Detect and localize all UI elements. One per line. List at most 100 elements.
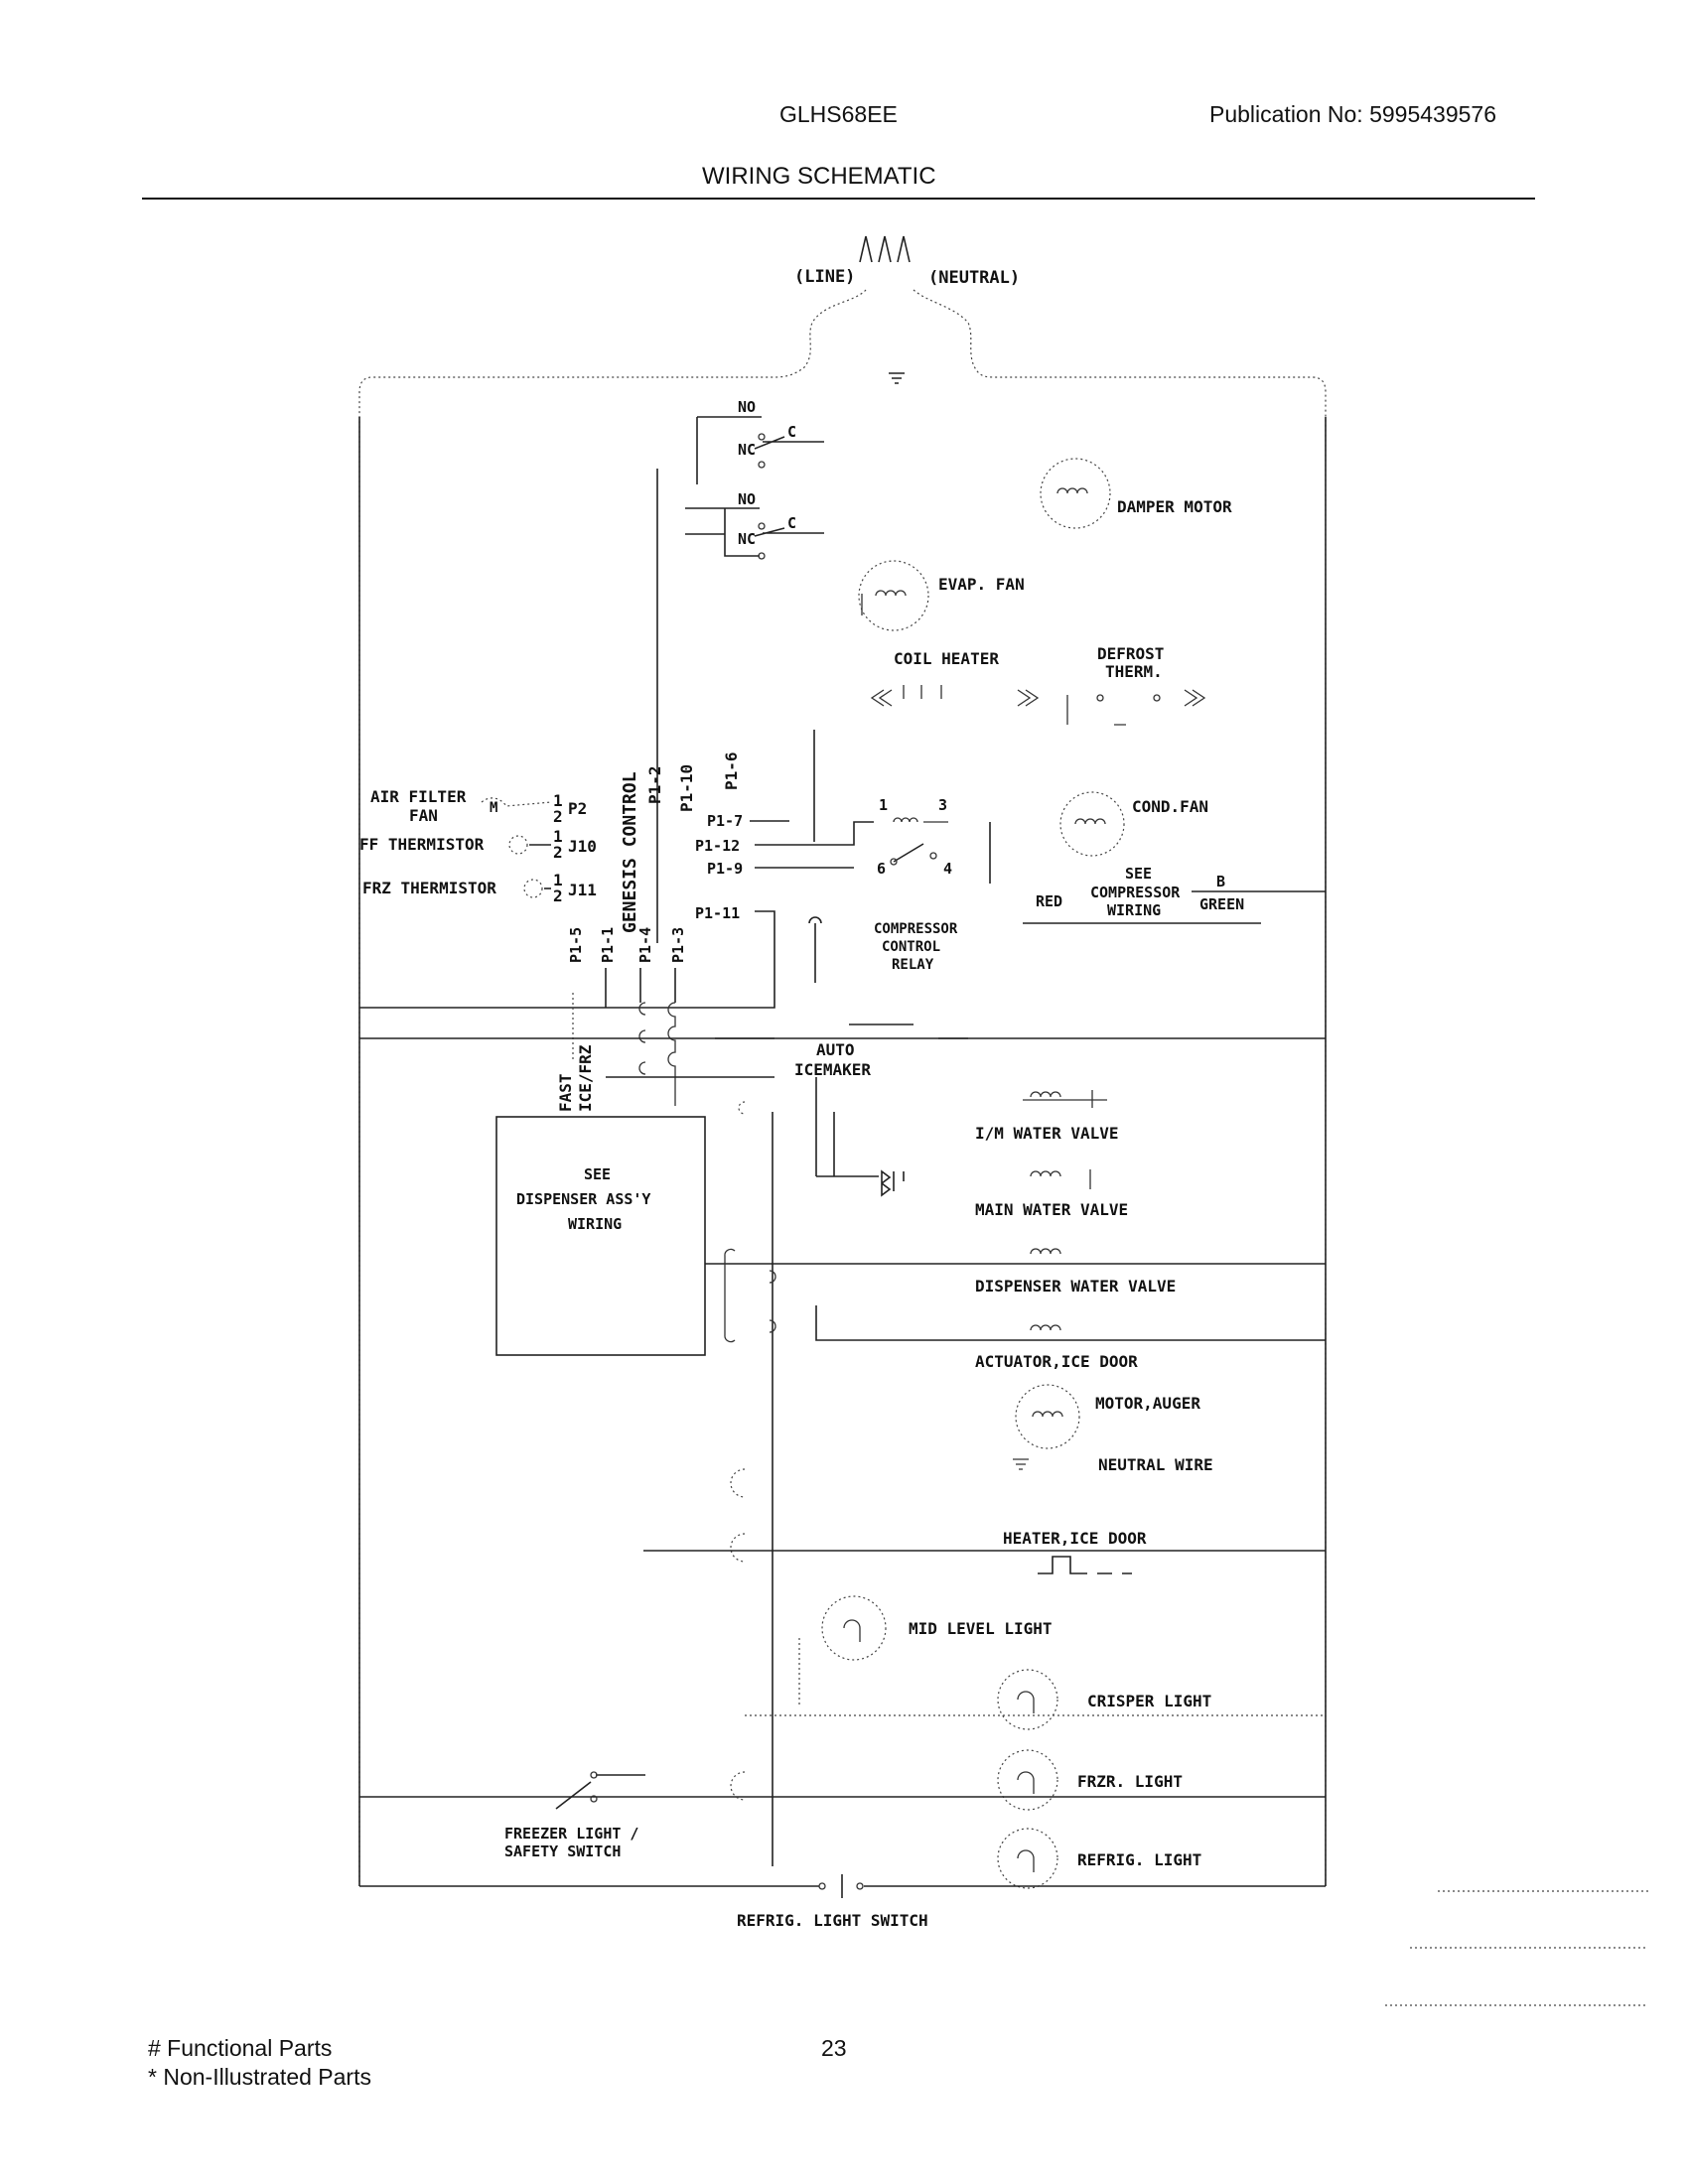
disp-valve-label: DISPENSER WATER VALVE <box>975 1277 1176 1296</box>
functional-parts-note: # Functional Parts <box>148 2035 333 2061</box>
p1-5-label: P1-5 <box>567 927 585 963</box>
control-bottom-wires <box>572 968 676 1106</box>
relay-label-3: RELAY <box>892 957 934 973</box>
ff-thermistor-label: FF THERMISTOR <box>359 835 485 854</box>
cond-fan-symbol <box>1059 791 1125 857</box>
ff-thermistor-symbol <box>508 835 528 855</box>
defrost-therm-symbol <box>1066 689 1206 726</box>
relay-label-2: CONTROL <box>882 939 940 955</box>
fast-ice-label-2: ICE/FRZ <box>576 1044 595 1112</box>
coil-heater-label: COIL HEATER <box>894 649 999 668</box>
see-disp-1: SEE <box>584 1165 611 1183</box>
im-valve-label: I/M WATER VALVE <box>975 1124 1119 1143</box>
publication-number: Publication No: 5995439576 <box>1209 101 1497 127</box>
air-filter-label: AIR FILTER <box>370 787 467 806</box>
p1-10-label: P1-10 <box>677 764 696 812</box>
main-valve-label: MAIN WATER VALVE <box>975 1200 1128 1219</box>
im-valve-symbol <box>1023 1090 1107 1108</box>
p1-1-label: P1-1 <box>599 927 617 963</box>
see-disp-2: DISPENSER ASS'Y <box>516 1190 650 1208</box>
p2-pin2: 2 <box>553 807 563 826</box>
freezer-switch-symbol <box>555 1774 645 1810</box>
genesis-output-wires <box>359 730 874 1009</box>
c1-label: C <box>787 423 796 441</box>
p1-3-label: P1-3 <box>669 927 687 963</box>
heater-symbol <box>1038 1556 1132 1574</box>
j11-label: J11 <box>568 881 597 899</box>
see-comp-3: WIRING <box>1107 901 1161 919</box>
right-dotted-marks <box>1385 1890 1648 2006</box>
defrost-label-1: DEFROST <box>1097 644 1164 663</box>
frz-thermistor-label: FRZ THERMISTOR <box>362 879 496 897</box>
damper-motor-label: DAMPER MOTOR <box>1117 497 1232 516</box>
p1-6-label: P1-6 <box>722 751 741 790</box>
actuator-symbol <box>1030 1324 1061 1331</box>
heater-label: HEATER,ICE DOOR <box>1003 1529 1147 1548</box>
fast-ice-label-1: FAST <box>556 1073 575 1112</box>
freezer-switch-2: SAFETY SWITCH <box>504 1843 621 1860</box>
motor-auger-symbol <box>1015 1384 1080 1449</box>
relay-pin-4: 4 <box>943 860 952 878</box>
air-filter-fan-label: FAN <box>409 806 438 825</box>
motor-auger-label: MOTOR,AUGER <box>1095 1394 1200 1413</box>
p2-pin1: 1 <box>553 791 563 810</box>
relay-pin-3: 3 <box>938 796 947 814</box>
relay-pin-1: 1 <box>879 796 888 814</box>
j11-pin2: 2 <box>553 887 563 905</box>
damper-motor-symbol <box>1040 458 1111 529</box>
see-comp-1: SEE <box>1125 865 1152 883</box>
model-number: GLHS68EE <box>779 101 898 127</box>
auto-icemaker-2: ICEMAKER <box>794 1060 871 1079</box>
mid-light-symbol <box>821 1595 887 1661</box>
relay-coil <box>893 817 948 823</box>
neutral-label: (NEUTRAL) <box>928 268 1020 288</box>
see-comp-2: COMPRESSOR <box>1090 884 1181 901</box>
refrig-light-symbol <box>997 1828 1058 1889</box>
header-rule <box>142 198 1535 200</box>
dispenser-box <box>495 1116 706 1356</box>
b-label: B <box>1216 873 1225 890</box>
red-label: RED <box>1036 892 1062 910</box>
p1-2-label: P1-2 <box>645 765 664 804</box>
coil-heater-symbol <box>870 685 1040 707</box>
c2-label: C <box>787 514 796 532</box>
relay-pin-6: 6 <box>877 860 886 878</box>
j10-pin1: 1 <box>553 827 563 846</box>
j10-pin2: 2 <box>553 843 563 862</box>
non-illustrated-note: * Non-Illustrated Parts <box>148 2064 371 2090</box>
relay-switch-contacts <box>685 416 824 560</box>
frzr-light-label: FRZR. LIGHT <box>1077 1772 1183 1791</box>
relay-feed <box>808 916 822 983</box>
main-valve-symbol <box>1030 1169 1091 1189</box>
frz-thermistor-symbol <box>523 879 543 898</box>
nc2-label: NC <box>738 530 756 548</box>
see-disp-3: WIRING <box>568 1215 622 1233</box>
disp-valve-symbol <box>1030 1248 1061 1255</box>
p1-4-label: P1-4 <box>636 927 654 963</box>
frzr-light-symbol <box>997 1749 1058 1811</box>
actuator-label: ACTUATOR,ICE DOOR <box>975 1352 1138 1371</box>
refrig-switch-label: REFRIG. LIGHT SWITCH <box>737 1911 928 1930</box>
evap-fan-symbol <box>858 560 929 631</box>
p1-7-label: P1-7 <box>707 812 743 830</box>
auto-icemaker-1: AUTO <box>816 1040 855 1059</box>
no2-label: NO <box>738 490 756 508</box>
nc1-label: NC <box>738 441 756 459</box>
refrig-light-label: REFRIG. LIGHT <box>1077 1850 1201 1869</box>
crisper-light-symbol <box>997 1669 1058 1730</box>
m-label: M <box>490 800 497 816</box>
j10-label: J10 <box>568 837 597 856</box>
j11-pin1: 1 <box>553 871 563 889</box>
p1-9-label: P1-9 <box>707 860 743 878</box>
crisper-light-label: CRISPER LIGHT <box>1087 1692 1211 1710</box>
p1-11-label: P1-11 <box>695 904 740 922</box>
freezer-switch-1: FREEZER LIGHT / <box>504 1825 638 1843</box>
cond-fan-label: COND.FAN <box>1132 797 1208 816</box>
page-title: WIRING SCHEMATIC <box>702 163 936 190</box>
no1-label: NO <box>738 398 756 416</box>
icemaker-diode <box>881 1169 905 1197</box>
defrost-label-2: THERM. <box>1105 662 1163 681</box>
genesis-control-label: GENESIS CONTROL <box>620 771 640 933</box>
mid-light-label: MID LEVEL LIGHT <box>909 1619 1053 1638</box>
